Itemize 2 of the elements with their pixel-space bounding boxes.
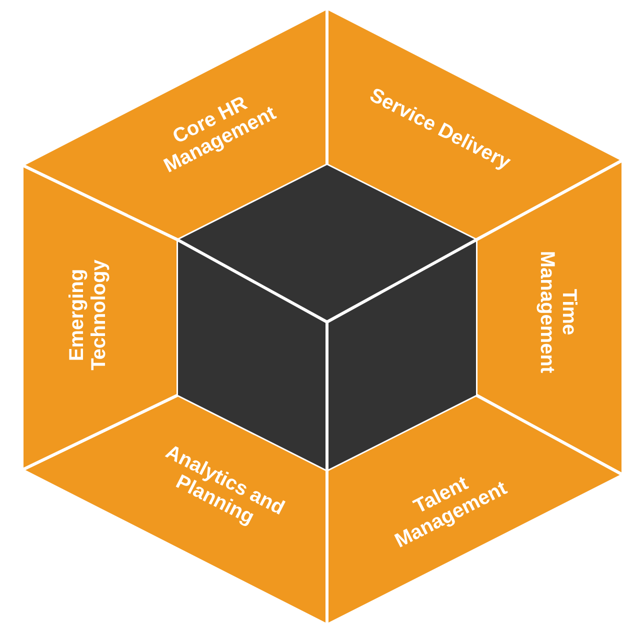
segment-label: Emerging Technology xyxy=(66,258,110,372)
segment-label: Time Management xyxy=(536,250,580,376)
